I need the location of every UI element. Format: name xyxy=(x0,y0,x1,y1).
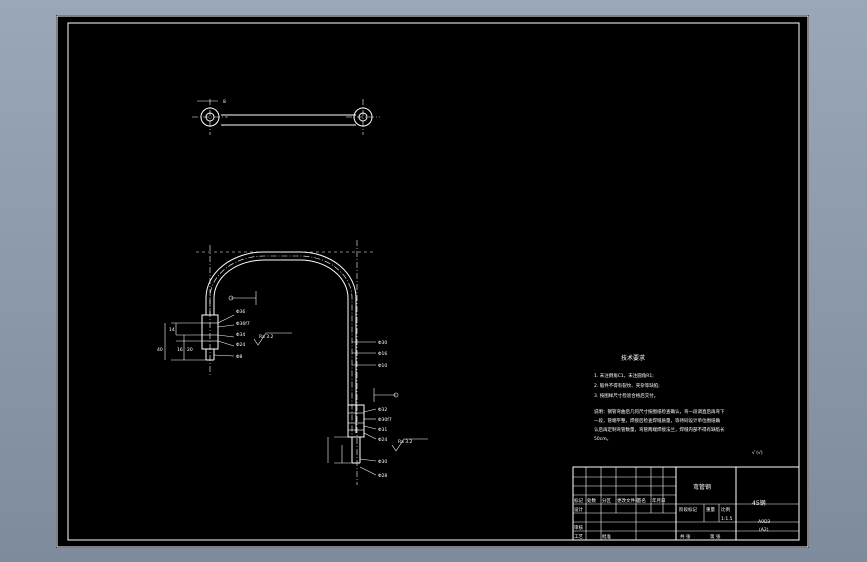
drawing-code: A0D3 xyxy=(758,519,770,525)
dim-left-16: 16 xyxy=(177,347,183,353)
dim-d32: Φ32 xyxy=(378,407,387,413)
tb-label-count: 处数 xyxy=(587,497,596,504)
part-name: 弯管钢 xyxy=(693,483,711,491)
dim-d8: Φ8 xyxy=(236,354,243,360)
material: 45钢 xyxy=(752,499,766,507)
desc-line-1: 说明：钢管弯曲后几何尺寸按图纸检查确认，弯一段调直后再弯下 xyxy=(594,408,725,415)
desc-line-2: 一段，管端平整，焊接后检查焊缝质量，等待同设计单位图纸确 xyxy=(594,417,720,424)
dim-d30f7: Φ30f7 xyxy=(378,417,392,423)
tb-label-sheets: 共 张 xyxy=(680,533,691,540)
dim-d28: Φ28 xyxy=(378,473,387,479)
tb-label-scale: 比例 xyxy=(721,506,730,513)
dim-d36f7: Φ36f7 xyxy=(236,321,250,327)
dim-d30b: Φ30 xyxy=(378,459,387,465)
desc-line-4: 50cm。 xyxy=(594,436,611,442)
outer-frame xyxy=(56,15,809,548)
dim-d36: Φ36 xyxy=(236,309,245,315)
dim-top-8: 8 xyxy=(223,99,226,105)
dim-d30: Φ30 xyxy=(378,340,387,346)
dim-d34: Φ34 xyxy=(236,332,245,338)
tb-label-date: 年月日 xyxy=(652,497,666,504)
dim-d24: Φ24 xyxy=(236,342,245,348)
dim-left-20: 20 xyxy=(187,347,193,353)
dimension-labels: Φ36 Φ36f7 Φ34 Φ24 Φ8 Ra 3.2 Φ30 Φ16 Φ10 … xyxy=(157,309,413,479)
dim-d31: Φ31 xyxy=(378,427,387,433)
note-line-3: 3. 按图样尺寸检验合格后交付。 xyxy=(594,392,658,399)
dim-left-14: 14 xyxy=(169,327,175,333)
tb-label-process: 工艺 xyxy=(574,534,583,540)
cad-drawing: 8 xyxy=(56,15,809,548)
note-line-2: 2. 锻件不得有裂纹、夹杂等缺陷; xyxy=(594,382,660,389)
tb-label-sign: 签名 xyxy=(637,497,646,504)
note-line-1: 1. 未注倒角C1，未注圆角R1; xyxy=(594,372,654,379)
tb-label-sheet: 第 张 xyxy=(710,533,721,540)
dim-left-40: 40 xyxy=(157,347,163,353)
roughness-1: Ra 3.2 xyxy=(259,334,274,340)
top-view: 8 xyxy=(192,99,380,135)
inner-frame xyxy=(67,22,800,541)
dim-d16: Φ16 xyxy=(378,351,387,357)
tb-label-file: 更改文件号 xyxy=(617,497,640,504)
sheet-size: (A2) xyxy=(759,527,769,533)
tb-label-design: 设计 xyxy=(574,506,583,513)
bent-pipe xyxy=(164,240,428,485)
drawing-canvas: 8 xyxy=(56,15,809,548)
tb-label-stage: 阶段标记 xyxy=(679,506,697,513)
roughness-2: Ra 3.2 xyxy=(398,439,413,445)
scale-value: 1:1.5 xyxy=(721,516,733,522)
roughness-symbol: √ (√) xyxy=(752,450,763,456)
tb-label-zone: 分区 xyxy=(602,497,611,504)
technical-notes: 技术要求 1. 未注倒角C1，未注圆角R1; 2. 锻件不得有裂纹、夹杂等缺陷;… xyxy=(594,354,763,456)
title-block: 标记 处数 分区 更改文件号 签名 年月日 设计 审核 工艺 批准 阶段标记 重… xyxy=(572,466,800,541)
tb-label-check: 审核 xyxy=(574,524,583,531)
tb-label-weight: 重量 xyxy=(706,506,715,513)
dim-d24b: Φ24 xyxy=(378,437,387,443)
notes-title: 技术要求 xyxy=(621,354,645,362)
dim-d10: Φ10 xyxy=(378,363,387,369)
desc-line-3: 认后再定制弯管数量，弯管两端焊接法兰，焊缝内部不得有缺陷长 xyxy=(594,426,725,433)
tb-label-approve: 批准 xyxy=(602,533,611,540)
tb-label-mark: 标记 xyxy=(574,497,583,504)
